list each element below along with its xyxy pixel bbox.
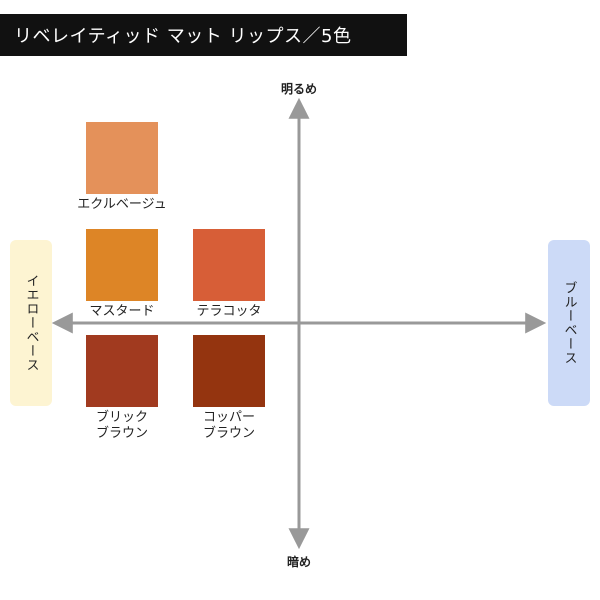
blue-base-tab: ブルーベース bbox=[548, 240, 590, 406]
yellow-base-label: イエローベース bbox=[23, 274, 39, 372]
axis-label-bright: 明るめ bbox=[280, 82, 318, 96]
swatch-label-terracotta: テラコッタ bbox=[196, 304, 262, 319]
blue-base-label: ブルーベース bbox=[561, 281, 577, 365]
axis-label-dark: 暗め bbox=[286, 555, 312, 569]
swatch-brick-brown bbox=[86, 335, 158, 407]
swatch-terracotta bbox=[193, 229, 265, 301]
page-title: リベレイティッド マット リップス／5色 bbox=[0, 14, 407, 56]
swatch-ecru-beige bbox=[86, 122, 158, 194]
swatch-mustard bbox=[86, 229, 158, 301]
swatch-label-ecru-beige: エクルベージュ bbox=[77, 197, 167, 212]
yellow-base-tab: イエローベース bbox=[10, 240, 52, 406]
swatch-label-copper-brown: コッパー ブラウン bbox=[202, 410, 255, 441]
swatch-copper-brown bbox=[193, 335, 265, 407]
swatch-label-mustard: マスタード bbox=[89, 304, 155, 319]
swatch-label-brick-brown: ブリック ブラウン bbox=[95, 410, 148, 441]
